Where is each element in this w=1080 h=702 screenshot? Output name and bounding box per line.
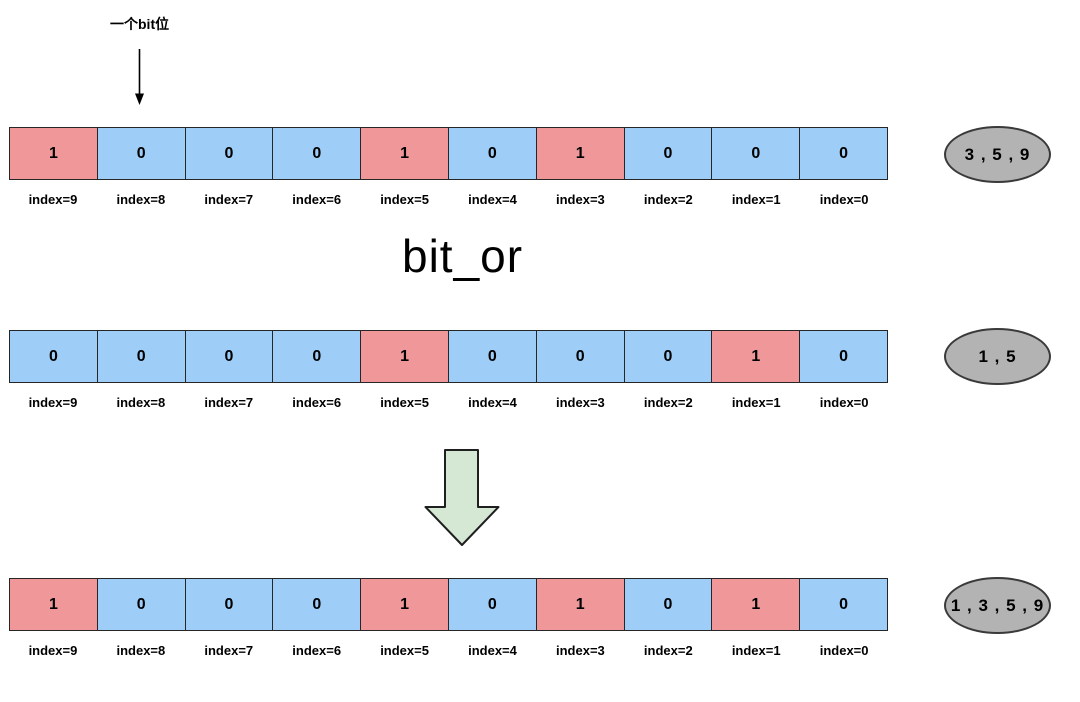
bit-index-label: index=7 (204, 643, 254, 658)
bit-index-label: index=8 (116, 192, 166, 207)
bit-index-label: index=7 (204, 192, 254, 207)
bit-cell: 0 (799, 127, 888, 180)
bit-cell: 0 (184, 578, 274, 631)
bit-cell: 1 (360, 578, 449, 631)
bit-cell: 0 (623, 127, 713, 180)
bit-index-label: index=9 (28, 395, 78, 410)
bit-cell: 0 (623, 578, 713, 631)
set-bits-ellipse-top: 3 , 5 , 9 (944, 126, 1051, 183)
bit-index-label: index=5 (380, 395, 429, 410)
bit-cell: 0 (96, 330, 186, 383)
bit-cell: 0 (447, 127, 537, 180)
bit-index-label: index=4 (468, 395, 517, 410)
bit-index-label: index=9 (28, 192, 78, 207)
operation-label: bit_or (402, 230, 524, 282)
bit-cell: 1 (535, 127, 625, 180)
bit-cell: 1 (360, 330, 449, 383)
bit-index-labels: index=9 index=8 index=7 index=6 index=5 index… (9, 192, 888, 207)
bit-index-label: index=1 (731, 643, 781, 658)
bit-index-label: index=7 (204, 395, 254, 410)
bit-index-label: index=6 (292, 192, 342, 207)
bit-cell: 1 (360, 127, 449, 180)
bit-index-label: index=0 (819, 192, 869, 207)
bit-index-label: index=6 (292, 395, 342, 410)
bit-index-label: index=4 (468, 192, 517, 207)
bit-index-label: index=0 (819, 395, 869, 410)
bit-index-label: index=1 (731, 395, 781, 410)
bit-pointer-label: 一个bit位 (110, 16, 170, 32)
bit-cell: 0 (272, 127, 362, 180)
bit-index-label: index=1 (731, 192, 781, 207)
bit-cell: 0 (623, 330, 713, 383)
set-bits-text: 1 , 3 , 5 , 9 (950, 595, 1045, 615)
bit-index-label: index=8 (116, 395, 166, 410)
set-bits-ellipse-middle: 1 , 5 (944, 328, 1051, 385)
down-block-arrow-icon (424, 449, 500, 546)
bit-index-labels: index=9 index=8 index=7 index=6 index=5 index… (9, 643, 888, 658)
set-bits-text: 3 , 5 , 9 (964, 144, 1031, 164)
bit-cell: 0 (272, 330, 362, 383)
bit-cell: 0 (711, 127, 801, 180)
bit-cell: 0 (96, 578, 186, 631)
bit-cell: 1 (535, 578, 625, 631)
bit-index-label: index=6 (292, 643, 342, 658)
bit-index-label: index=8 (116, 643, 166, 658)
bit-cell: 1 (711, 578, 801, 631)
bit-cell: 0 (799, 330, 888, 383)
bit-index-labels: index=9 index=8 index=7 index=6 index=5 index… (9, 395, 888, 410)
bit-index-label: index=2 (643, 192, 693, 207)
set-bits-text: 1 , 5 (978, 346, 1017, 366)
set-bits-ellipse-result: 1 , 3 , 5 , 9 (944, 577, 1051, 634)
bit-index-label: index=4 (468, 643, 517, 658)
bit-cell: 0 (799, 578, 888, 631)
bit-cell: 0 (184, 127, 274, 180)
bit-index-label: index=5 (380, 192, 429, 207)
bit-cell: 0 (272, 578, 362, 631)
bit-index-label: index=0 (819, 643, 869, 658)
bit-index-label: index=2 (643, 395, 693, 410)
pointer-down-arrow-icon (135, 49, 144, 105)
bit-cell: 0 (9, 330, 98, 383)
bit-cell: 1 (711, 330, 801, 383)
bit-index-label: index=5 (380, 643, 429, 658)
bit-index-label: index=9 (28, 643, 78, 658)
bit-index-label: index=3 (556, 643, 605, 658)
bit-index-label: index=3 (556, 395, 605, 410)
bit-index-label: index=2 (643, 643, 693, 658)
bit-cell: 0 (535, 330, 625, 383)
bit-index-label: index=3 (556, 192, 605, 207)
bit-cell: 1 (9, 127, 98, 180)
bit-cell: 0 (96, 127, 186, 180)
bit-cell: 0 (184, 330, 274, 383)
bit-cell: 1 (9, 578, 98, 631)
bit-cell: 0 (447, 330, 537, 383)
bit-cell: 0 (447, 578, 537, 631)
